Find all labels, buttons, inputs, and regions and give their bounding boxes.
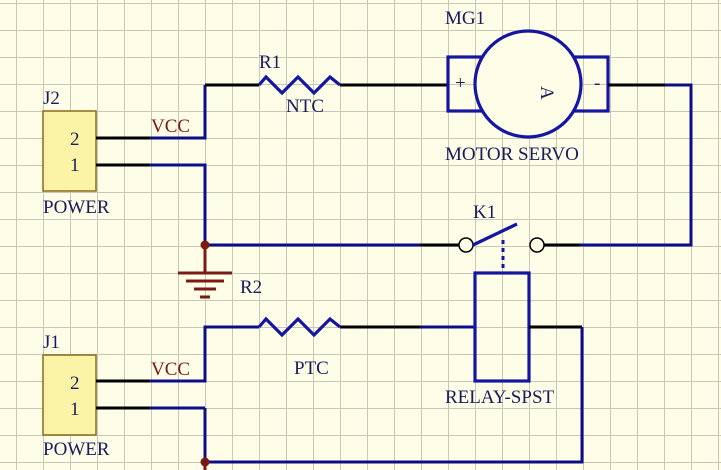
j1-pin2: 2 — [70, 373, 80, 394]
j2-connector[interactable] — [42, 110, 97, 192]
mg1-motor[interactable] — [446, 29, 610, 139]
k1-value: RELAY-SPST — [445, 387, 555, 408]
j1-value: POWER — [43, 439, 110, 460]
mg1-center: A — [536, 86, 557, 100]
k1-relay-coil[interactable] — [473, 271, 531, 383]
vcc-top-label: VCC — [151, 116, 190, 137]
wire-vcc-bottom[interactable] — [96, 325, 259, 383]
wire-motor-return[interactable] — [545, 83, 693, 247]
r1-value: NTC — [286, 96, 324, 117]
j2-pin2: 2 — [70, 129, 80, 150]
wire-gnd-net[interactable] — [96, 163, 459, 247]
mg1-minus: - — [594, 73, 600, 94]
vcc-bottom-label: VCC — [151, 359, 190, 380]
mg1-value: MOTOR SERVO — [445, 144, 579, 165]
j1-ref: J1 — [43, 332, 60, 353]
wire-relay-return[interactable] — [96, 325, 584, 464]
r1-ref: R1 — [259, 52, 281, 73]
r2-ref: R2 — [240, 277, 262, 298]
k1-ref: K1 — [473, 202, 496, 223]
k1-switch[interactable] — [458, 222, 545, 268]
r1-resistor[interactable] — [257, 74, 341, 96]
ground-symbol — [178, 245, 232, 299]
j1-pin1: 1 — [70, 399, 80, 420]
mg1-ref: MG1 — [445, 8, 485, 29]
wire-vcc-top[interactable] — [96, 83, 259, 140]
j1-connector[interactable] — [42, 354, 97, 436]
j2-pin1: 1 — [70, 155, 80, 176]
j2-value: POWER — [43, 197, 110, 218]
r2-resistor[interactable] — [257, 316, 341, 338]
r2-value: PTC — [294, 358, 329, 379]
j2-ref: J2 — [43, 88, 60, 109]
mg1-plus: + — [455, 73, 466, 94]
